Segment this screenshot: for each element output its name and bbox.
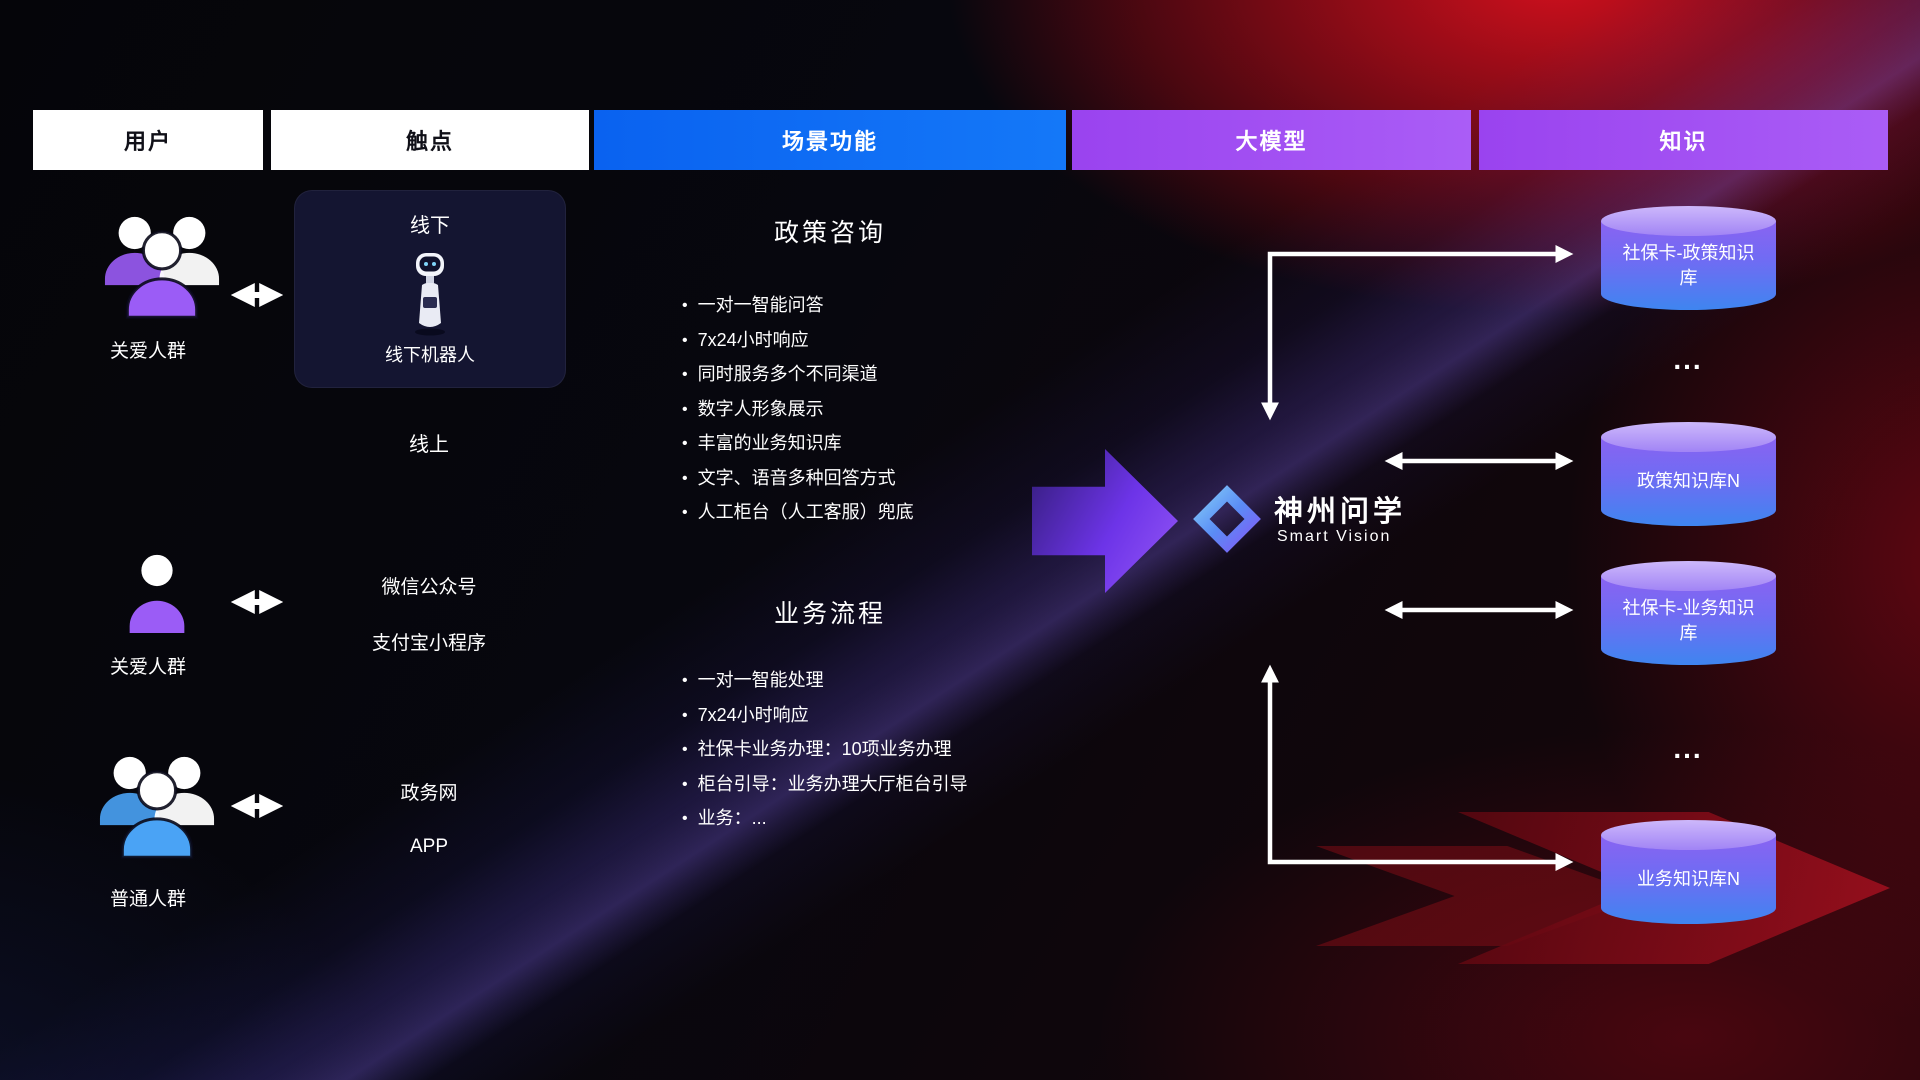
- list-item: 7x24小时响应: [682, 699, 1082, 734]
- list-item: 丰富的业务知识库: [682, 427, 1082, 462]
- column-header-scenarios: 场景功能: [594, 110, 1066, 170]
- cylinder-top: [1601, 561, 1776, 591]
- list-item: 7x24小时响应: [682, 324, 1082, 359]
- column-header-users: 用户: [33, 110, 263, 170]
- column-header-touchpoints: 触点: [271, 110, 589, 170]
- column-header-model: 大模型: [1072, 110, 1471, 170]
- list-item: 社保卡业务办理：10项业务办理: [682, 733, 1082, 768]
- list-item: 数字人形象展示: [682, 393, 1082, 428]
- offline-robot-label: 线下机器人: [385, 345, 475, 365]
- column-header-knowledge: 知识: [1479, 110, 1888, 170]
- offline-touchpoint-card: 线下 线下机器人: [294, 190, 566, 388]
- cylinder-top: [1601, 820, 1776, 850]
- user-label-care-group-1: 关爱人群: [109, 341, 186, 362]
- list-item: 柜台引导：业务办理大厅柜台引导: [682, 768, 1082, 803]
- touchpoint-app: APP: [409, 836, 449, 857]
- cylinder-top: [1601, 422, 1776, 452]
- list-item: 业务：...: [682, 802, 1082, 837]
- people-group-icon: [95, 748, 219, 860]
- database-cylinder: 社保卡-政策知识库: [1601, 206, 1776, 310]
- list-item: 人工柜台（人工客服）兜底: [682, 496, 1082, 531]
- online-title: 线上: [409, 434, 449, 456]
- database-cylinder: 社保卡-业务知识库: [1601, 561, 1776, 665]
- person-icon: [123, 549, 191, 633]
- cylinder-top: [1601, 206, 1776, 236]
- list-item: 文字、语音多种回答方式: [682, 462, 1082, 497]
- scenario-process-list: 一对一智能处理 7x24小时响应 社保卡业务办理：10项业务办理 柜台引导：业务…: [682, 664, 1082, 837]
- database-cylinder: 政策知识库N: [1601, 422, 1776, 526]
- scenario-title-policy: 政策咨询: [773, 219, 886, 247]
- list-item: 一对一智能处理: [682, 664, 1082, 699]
- brand-diamond-icon: [1190, 482, 1264, 556]
- touchpoint-gov-web: 政务网: [400, 783, 458, 804]
- scenario-policy-list: 一对一智能问答 7x24小时响应 同时服务多个不同渠道 数字人形象展示 丰富的业…: [682, 289, 1082, 531]
- arrow-model-db1: [1261, 245, 1574, 421]
- robot-icon: [402, 245, 458, 337]
- db-label: 政策知识库N: [1601, 437, 1776, 526]
- list-item: 同时服务多个不同渠道: [682, 358, 1082, 393]
- brand-subtitle: Smart Vision: [1277, 528, 1392, 545]
- user-label-general-group: 普通人群: [109, 889, 186, 910]
- database-cylinder: 业务知识库N: [1601, 820, 1776, 924]
- offline-title: 线下: [410, 215, 450, 237]
- user-label-care-group-2: 关爱人群: [109, 657, 186, 678]
- ellipsis: ...: [1673, 733, 1703, 764]
- scenario-title-process: 业务流程: [773, 600, 886, 628]
- brand-name: 神州问学: [1274, 496, 1407, 528]
- touchpoint-wechat: 微信公众号: [381, 577, 477, 598]
- list-item: 一对一智能问答: [682, 289, 1082, 324]
- ellipsis: ...: [1673, 344, 1703, 375]
- touchpoint-alipay: 支付宝小程序: [371, 633, 486, 654]
- people-group-icon: [100, 208, 224, 320]
